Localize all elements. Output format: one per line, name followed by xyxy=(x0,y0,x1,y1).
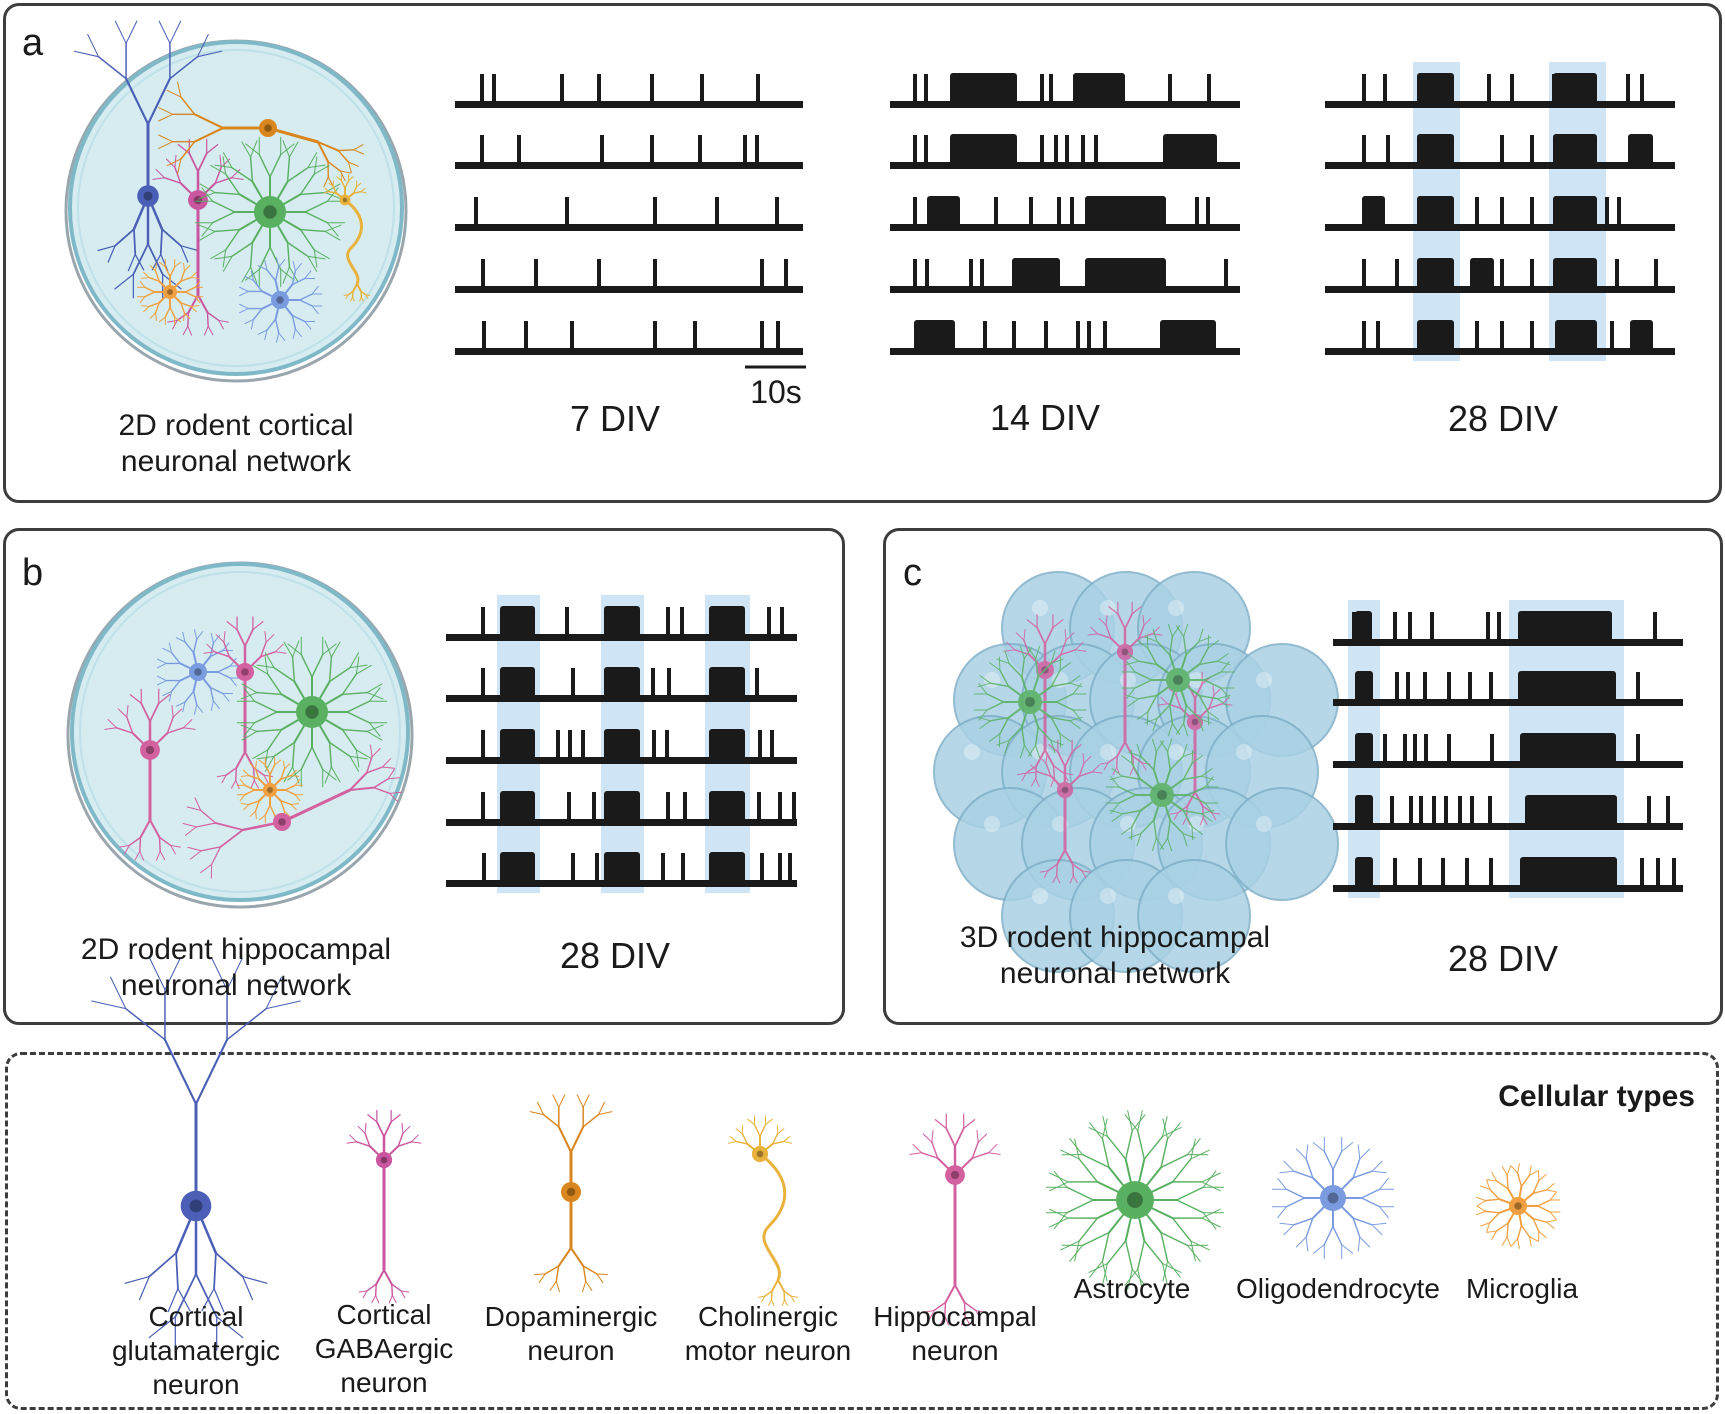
legend-panel xyxy=(5,1052,1719,1410)
div-label-7: 7 DIV xyxy=(569,398,661,439)
legend-label-line: motor neuron xyxy=(684,1335,852,1366)
legend-label-line: Astrocyte xyxy=(1073,1273,1191,1304)
dish-a-label: 2D rodent cortical neuronal network xyxy=(76,408,396,480)
legend-label-line: Oligodendrocyte xyxy=(1236,1273,1440,1304)
legend-label-line: neuron xyxy=(911,1335,999,1366)
legend-label-line: neuron xyxy=(527,1335,615,1366)
legend-label-line: Cortical xyxy=(336,1299,432,1330)
legend-label: Oligodendrocyte xyxy=(1236,1272,1440,1306)
dish-b-label-line1: 2D rodent hippocampal xyxy=(80,933,392,966)
dish-a-label-line1: 2D rodent cortical xyxy=(118,409,354,442)
dish-b-label-line2: neuronal network xyxy=(120,969,352,1002)
legend-label-line: Cortical xyxy=(148,1301,244,1332)
legend-label: Microglia xyxy=(1422,1272,1622,1306)
panel-letter-b: b xyxy=(22,552,44,594)
legend-label-line: GABAergic xyxy=(314,1333,454,1364)
legend-label-line: Microglia xyxy=(1465,1273,1579,1304)
scale-bar-label: 10s xyxy=(750,374,802,410)
spheroid-label-line2: neuronal network xyxy=(999,957,1231,990)
div-label-28-b: 28 DIV xyxy=(559,935,671,976)
div-label-14: 14 DIV xyxy=(989,397,1101,438)
legend-label-line: Dopaminergic xyxy=(484,1301,658,1332)
div-label-28-a: 28 DIV xyxy=(1447,398,1559,439)
div-label-28-c: 28 DIV xyxy=(1447,938,1559,979)
panel-letter-a: a xyxy=(22,22,44,64)
legend-title: Cellular types xyxy=(1498,1080,1695,1113)
spheroid-label-line1: 3D rodent hippocampal xyxy=(959,921,1271,954)
legend-label-line: neuron xyxy=(152,1369,240,1400)
legend-label-line: glutamatergic xyxy=(111,1335,281,1366)
legend-label-line: neuron xyxy=(340,1367,428,1398)
legend-label-line: Hippocampal xyxy=(873,1301,1037,1332)
dish-a-label-line2: neuronal network xyxy=(120,445,352,478)
dish-b-label: 2D rodent hippocampal neuronal network xyxy=(56,932,416,1004)
panel-letter-c: c xyxy=(903,552,922,594)
spheroid-label: 3D rodent hippocampal neuronal network xyxy=(935,920,1295,992)
legend-label: Astrocyte xyxy=(1032,1272,1232,1306)
legend-label-line: Cholinergic xyxy=(697,1301,839,1332)
